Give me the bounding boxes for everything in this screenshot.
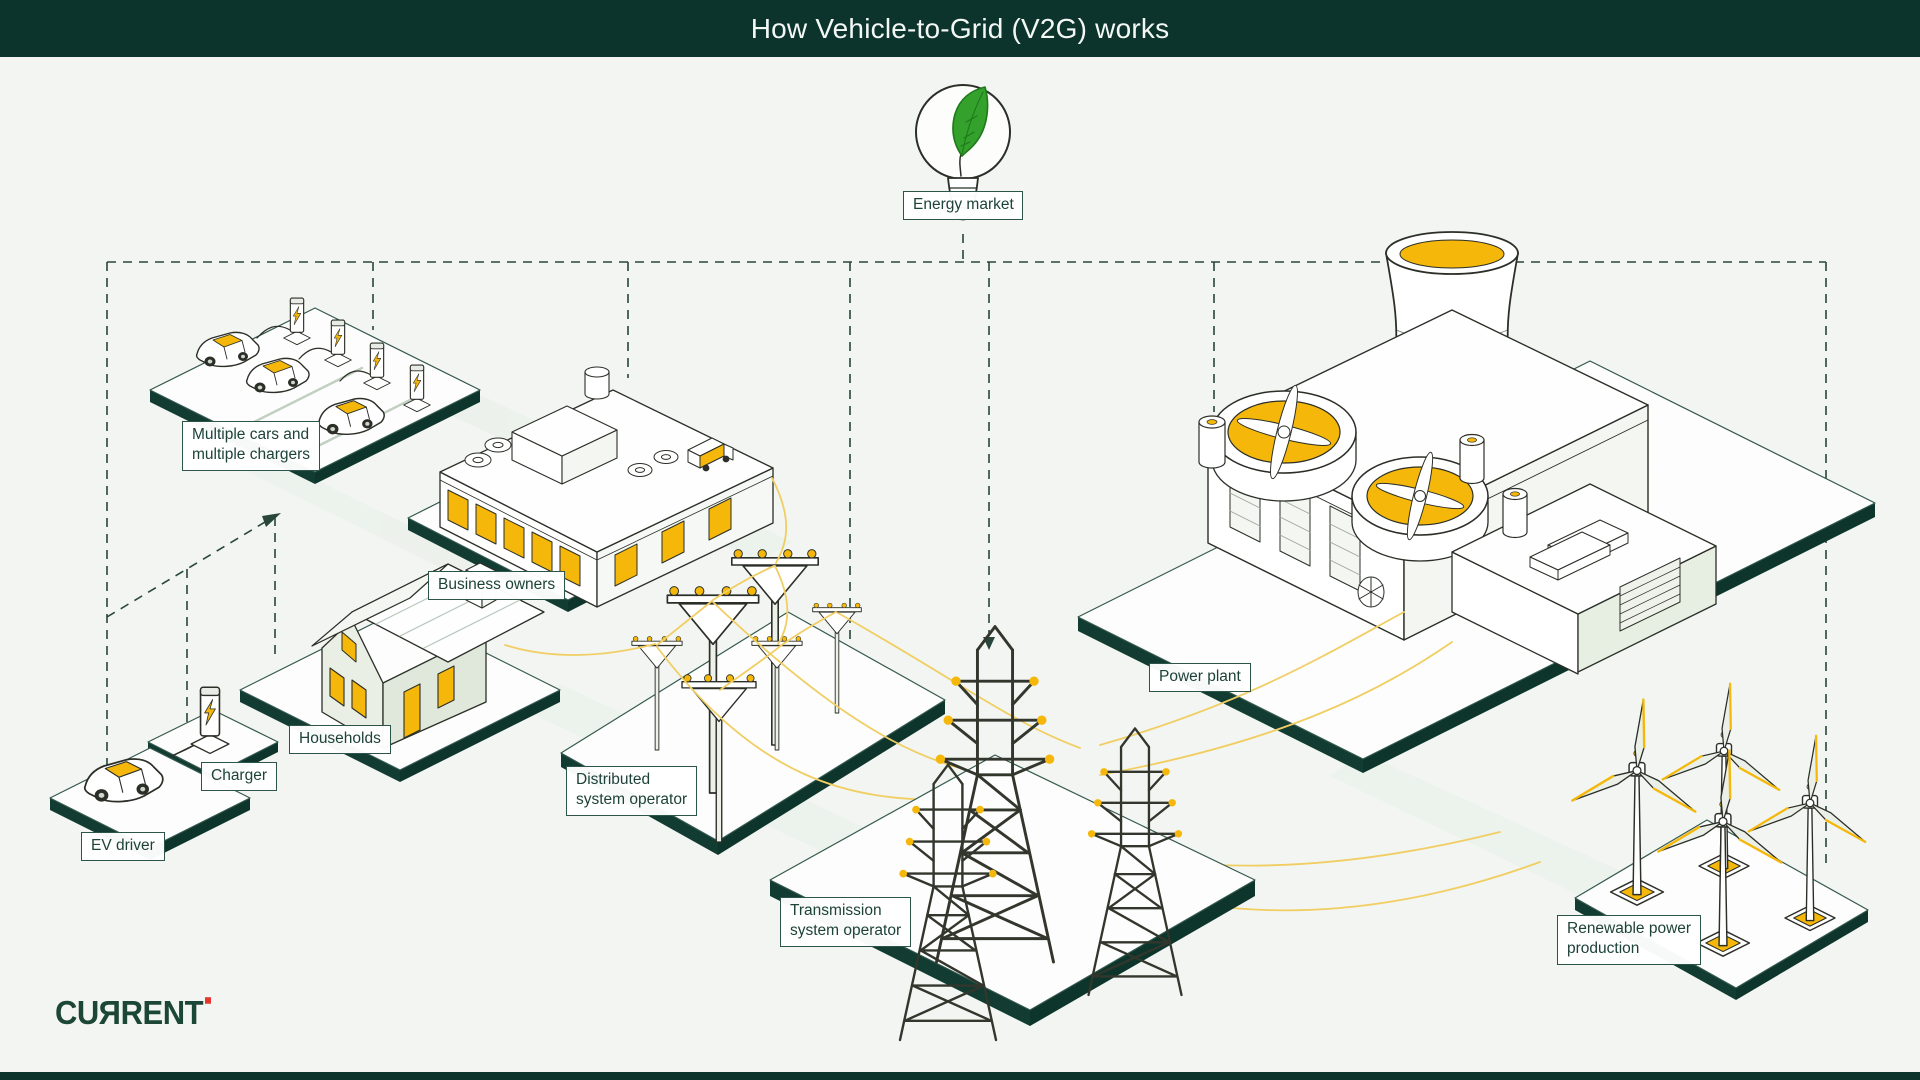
roof-fan-icon [1351, 451, 1489, 562]
logo-red-dot-icon [205, 997, 212, 1004]
power-plant [1077, 231, 1876, 773]
dashed-connectors [106, 234, 1827, 868]
plant-annex [1451, 483, 1717, 675]
ev-driver [49, 747, 251, 860]
roof-fan-icon [1211, 384, 1357, 502]
page-title: How Vehicle-to-Grid (V2G) works [750, 12, 1170, 44]
label-renewable-power: Renewable power production [1557, 915, 1702, 965]
label-power-plant: Power plant [1149, 663, 1251, 693]
logo-text-mirrored-r: R [98, 994, 121, 1032]
label-households: Households [289, 725, 391, 755]
logo-text-suffix: RENT [120, 994, 204, 1032]
footer-bar [0, 1072, 1920, 1080]
truck-icon [687, 437, 734, 472]
charger-cables [256, 325, 372, 382]
title-bar: How Vehicle-to-Grid (V2G) works [0, 0, 1920, 57]
roof-stack-icon [584, 366, 610, 400]
logo-text-prefix: CU [55, 994, 99, 1032]
label-business-owners: Business owners [428, 571, 566, 601]
label-distributed-system-operator: Distributed system operator [566, 766, 698, 816]
tank-cylinder-icon [1198, 415, 1528, 539]
label-ev-driver: EV driver [81, 832, 165, 862]
label-transmission-system-operator: Transmission system operator [780, 897, 912, 947]
power-wires [504, 477, 1541, 912]
label-charger: Charger [201, 762, 277, 792]
label-multiple-cars: Multiple cars and multiple chargers [182, 421, 321, 471]
label-energy-market: Energy market [903, 191, 1023, 221]
round-vent-icon [1357, 576, 1385, 608]
